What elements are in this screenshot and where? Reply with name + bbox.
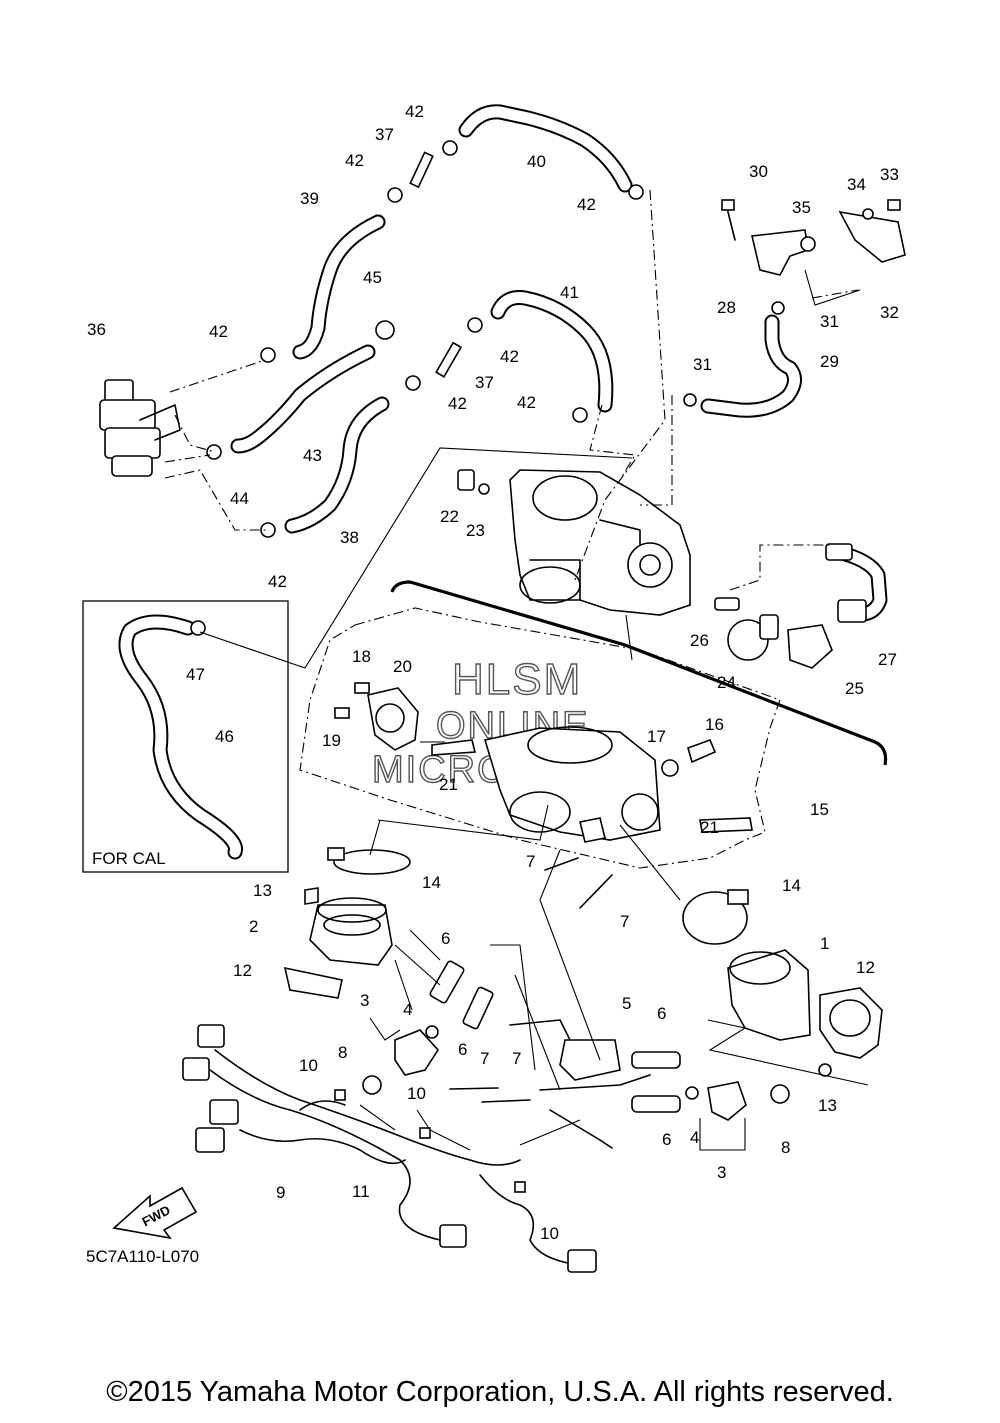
callout-17: 17 bbox=[647, 727, 666, 746]
wire-harness bbox=[182, 1024, 597, 1273]
callout-19: 19 bbox=[322, 731, 341, 750]
callout-45: 45 bbox=[363, 268, 382, 287]
callout-37: 37 bbox=[475, 373, 494, 392]
callout-3: 3 bbox=[360, 991, 369, 1010]
callout-9: 9 bbox=[276, 1183, 285, 1202]
fwd-arrow: FWD bbox=[112, 1186, 198, 1240]
reference-code: 5C7A110-L070 bbox=[86, 1247, 199, 1266]
callout-42: 42 bbox=[268, 572, 287, 591]
callout-13: 13 bbox=[818, 1096, 837, 1115]
callout-42: 42 bbox=[500, 347, 519, 366]
callout-44: 44 bbox=[230, 489, 249, 508]
callout-5: 5 bbox=[622, 994, 631, 1013]
callout-10: 10 bbox=[540, 1224, 559, 1243]
callout-27: 27 bbox=[878, 650, 897, 669]
callout-18: 18 bbox=[352, 647, 371, 666]
callout-23: 23 bbox=[466, 521, 485, 540]
air-cut-valve-36 bbox=[99, 379, 181, 477]
callout-36: 36 bbox=[87, 320, 106, 339]
callout-4: 4 bbox=[403, 1000, 412, 1019]
callout-24: 24 bbox=[717, 673, 736, 692]
callout-11: 11 bbox=[352, 1182, 370, 1201]
callout-34: 34 bbox=[847, 175, 866, 194]
sensor-bracket bbox=[721, 199, 906, 306]
callout-6: 6 bbox=[458, 1040, 467, 1059]
callout-46: 46 bbox=[215, 727, 234, 746]
idle-sensor-parts bbox=[714, 543, 867, 669]
callout-14: 14 bbox=[782, 876, 801, 895]
callout-7: 7 bbox=[526, 852, 535, 871]
callout-28: 28 bbox=[717, 298, 736, 317]
callout-numbers: 1 2 3 3 4 4 5 6 6 6 6 7 7 7 7 8 8 9 10 1… bbox=[87, 102, 899, 1243]
callout-12: 12 bbox=[856, 958, 875, 977]
callout-20: 20 bbox=[393, 657, 412, 676]
callout-47: 47 bbox=[186, 665, 205, 684]
callout-10: 10 bbox=[299, 1056, 318, 1075]
callout-7: 7 bbox=[480, 1049, 489, 1068]
inset-frame bbox=[82, 600, 289, 873]
throttle-detail bbox=[334, 682, 753, 843]
callout-3: 3 bbox=[717, 1163, 726, 1182]
callout-4: 4 bbox=[690, 1128, 699, 1147]
assembly-boundary bbox=[390, 580, 888, 766]
callout-12: 12 bbox=[233, 961, 252, 980]
callout-42: 42 bbox=[577, 195, 596, 214]
callout-42: 42 bbox=[345, 151, 364, 170]
callout-26: 26 bbox=[690, 631, 709, 650]
callout-14: 14 bbox=[422, 873, 441, 892]
leader-lines bbox=[164, 189, 869, 1151]
callout-33: 33 bbox=[880, 165, 899, 184]
callout-42: 42 bbox=[517, 393, 536, 412]
callout-40: 40 bbox=[527, 152, 546, 171]
callout-21: 21 bbox=[700, 818, 719, 837]
callout-8: 8 bbox=[338, 1043, 347, 1062]
clamps-14 bbox=[327, 847, 749, 945]
callout-43: 43 bbox=[303, 446, 322, 465]
fittings bbox=[190, 140, 785, 636]
inset-label: FOR CAL bbox=[92, 849, 166, 868]
callout-39: 39 bbox=[300, 189, 319, 208]
callout-22: 22 bbox=[440, 507, 459, 526]
callout-42: 42 bbox=[209, 322, 228, 341]
callout-25: 25 bbox=[845, 679, 864, 698]
callout-7: 7 bbox=[620, 912, 629, 931]
callout-8: 8 bbox=[781, 1138, 790, 1157]
callout-15: 15 bbox=[810, 800, 829, 819]
callout-41: 41 bbox=[560, 283, 579, 302]
callout-2: 2 bbox=[249, 917, 258, 936]
inset-for-cal: FOR CAL bbox=[82, 600, 289, 873]
callout-16: 16 bbox=[705, 715, 724, 734]
callout-30: 30 bbox=[749, 162, 768, 181]
throttle-body-assembly bbox=[457, 469, 691, 616]
callout-6: 6 bbox=[657, 1004, 666, 1023]
callout-42: 42 bbox=[448, 394, 467, 413]
callout-31: 31 bbox=[693, 355, 712, 374]
injector-parts bbox=[362, 857, 790, 1149]
callout-42: 42 bbox=[405, 102, 424, 121]
callout-7: 7 bbox=[512, 1049, 521, 1068]
callout-10: 10 bbox=[407, 1084, 426, 1103]
callout-29: 29 bbox=[820, 352, 839, 371]
callout-1: 1 bbox=[820, 934, 829, 953]
callout-21: 21 bbox=[439, 775, 458, 794]
callout-6: 6 bbox=[662, 1130, 671, 1149]
watermark-line-1: HLSM bbox=[452, 655, 582, 704]
hose-group-upper bbox=[118, 104, 888, 860]
callout-13: 13 bbox=[253, 881, 272, 900]
callout-35: 35 bbox=[792, 198, 811, 217]
callout-31: 31 bbox=[820, 312, 839, 331]
callout-32: 32 bbox=[880, 303, 899, 322]
callout-6: 6 bbox=[441, 929, 450, 948]
callout-37: 37 bbox=[375, 125, 394, 144]
callout-38: 38 bbox=[340, 528, 359, 547]
copyright-notice: ©2015 Yamaha Motor Corporation, U.S.A. A… bbox=[106, 1376, 894, 1408]
